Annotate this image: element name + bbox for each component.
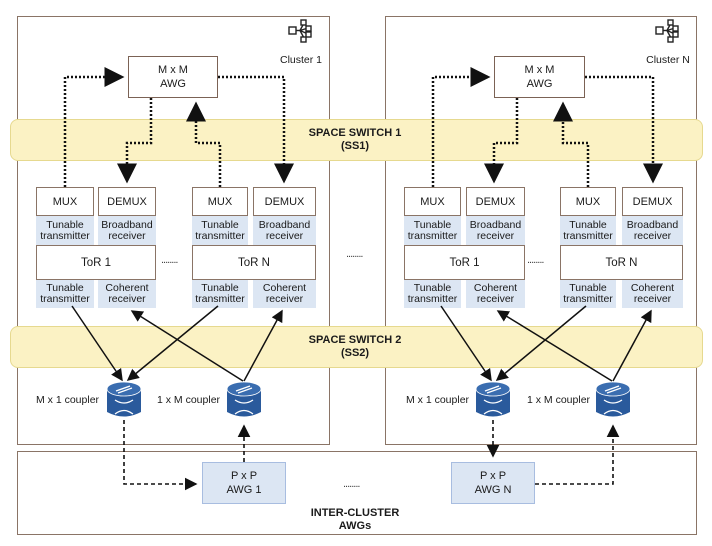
cluster-1-m-x-1-coupler-label: M x 1 coupler — [36, 394, 100, 406]
broadband-receiver: Broadband receiver — [253, 216, 316, 245]
demux-box: DEMUX — [253, 187, 316, 216]
cluster-n-mxm-awg: M x M AWG — [494, 56, 585, 98]
cluster-1-tor-1-group: MUX DEMUX Tunable transmitter Broadband … — [36, 187, 156, 309]
c1-txn-to-mx1 — [126, 305, 219, 381]
tunable-transmitter-bottom: Tunable transmitter — [404, 280, 461, 308]
broadband-receiver: Broadband receiver — [622, 216, 683, 245]
tunable-transmitter-top: Tunable transmitter — [560, 216, 616, 245]
cn-txn-to-mx1 — [495, 305, 587, 381]
coherent-receiver: Coherent receiver — [98, 280, 156, 308]
c1-awg-to-demux-1 — [117, 98, 153, 184]
c1-mx1-to-awg1 — [123, 420, 198, 491]
inter-cluster-title: INTER-CLUSTER — [310, 507, 400, 519]
inter-cluster-awg-n: P x P AWG N — [451, 462, 535, 504]
cluster-ellipsis: ........ — [346, 248, 363, 260]
space-switch-2-band — [10, 326, 703, 368]
mux-box: MUX — [404, 187, 461, 216]
cn-tx1-to-mx1 — [440, 305, 492, 382]
mux-box: MUX — [36, 187, 94, 216]
cn-awg-to-demux-n — [585, 75, 663, 184]
space-switch-1-abbr: (SS1) — [340, 140, 370, 152]
coherent-receiver: Coherent receiver — [253, 280, 316, 308]
mux-box: MUX — [560, 187, 616, 216]
awg-size: M x M — [158, 64, 188, 76]
coupler-icon — [595, 381, 631, 419]
tunable-transmitter-top: Tunable transmitter — [404, 216, 461, 245]
c1-mux-n-to-awg — [186, 101, 222, 187]
space-switch-2-title: SPACE SWITCH 2 — [308, 334, 402, 346]
cluster-1-1-x-m-coupler-label: 1 x M coupler — [157, 394, 221, 406]
tunable-transmitter-bottom: Tunable transmitter — [36, 280, 94, 308]
cluster-1-tor-n-group: MUX DEMUX Tunable transmitter Broadband … — [192, 187, 316, 309]
space-switch-2-label: SPACE SWITCH 2 (SS2) — [300, 334, 410, 360]
inter-cluster-label: INTER-CLUSTER AWGs — [300, 507, 410, 533]
awg-size: P x P — [479, 470, 507, 482]
c1-1xm-to-rx1 — [130, 310, 244, 382]
awgn-to-cn-1xm — [535, 424, 620, 485]
awg-label: AWG N — [474, 484, 512, 496]
coupler-icon — [475, 381, 511, 419]
c1-mux1-to-awg — [63, 67, 125, 187]
cluster-n-m-x-1-coupler-label: M x 1 coupler — [406, 394, 470, 406]
demux-box: DEMUX — [466, 187, 525, 216]
coherent-receiver: Coherent receiver — [466, 280, 525, 308]
tunable-transmitter-bottom: Tunable transmitter — [560, 280, 616, 308]
coupler-icon — [226, 381, 262, 419]
awg-label: AWG 1 — [226, 484, 262, 496]
mux-box: MUX — [192, 187, 248, 216]
tor-box: ToR N — [560, 245, 683, 280]
space-switch-2-abbr: (SS2) — [340, 347, 370, 359]
awg-size: M x M — [524, 64, 555, 76]
tor-ellipsis-cluster-n: ........ — [527, 254, 544, 266]
cn-1xm-to-rx1 — [496, 310, 613, 382]
cluster-n-label: Cluster N — [646, 54, 690, 66]
cluster-1-label: Cluster 1 — [279, 54, 322, 66]
c1-1xm-to-rxn — [243, 309, 283, 382]
cluster-1-mxm-awg: M x M AWG — [128, 56, 218, 98]
demux-box: DEMUX — [622, 187, 683, 216]
awg-label: AWG — [526, 78, 553, 90]
c1-awg-to-demux-n — [218, 75, 294, 184]
cluster-n-tor-n-group: MUX DEMUX Tunable transmitter Broadband … — [560, 187, 683, 309]
awg-label: AWG — [160, 78, 186, 90]
cn-mux-n-to-awg — [553, 101, 590, 187]
space-switch-1-title: SPACE SWITCH 1 — [308, 127, 402, 139]
demux-box: DEMUX — [98, 187, 156, 216]
inter-cluster-subtitle: AWGs — [338, 520, 372, 532]
tunable-transmitter-top: Tunable transmitter — [192, 216, 248, 245]
cn-mux1-to-awg — [431, 67, 491, 187]
awg-size: P x P — [230, 470, 258, 482]
tor-box: ToR 1 — [36, 245, 156, 280]
tor-ellipsis-cluster-1: ........ — [161, 254, 178, 266]
broadband-receiver: Broadband receiver — [98, 216, 156, 245]
coherent-receiver: Coherent receiver — [622, 280, 683, 308]
tunable-transmitter-bottom: Tunable transmitter — [192, 280, 248, 308]
inter-cluster-ellipsis: ........ — [343, 478, 360, 490]
cluster-n-tor-1-group: MUX DEMUX Tunable transmitter Broadband … — [404, 187, 525, 309]
inter-cluster-box — [17, 451, 697, 535]
space-switch-1-label: SPACE SWITCH 1 (SS1) — [300, 127, 410, 153]
broadband-receiver: Broadband receiver — [466, 216, 525, 245]
tor-box: ToR N — [192, 245, 316, 280]
coupler-icon — [106, 381, 142, 419]
tunable-transmitter-top: Tunable transmitter — [36, 216, 94, 245]
inter-cluster-awg-1: P x P AWG 1 — [202, 462, 286, 504]
cluster-n-1-x-m-coupler-label: 1 x M coupler — [527, 394, 591, 406]
tor-box: ToR 1 — [404, 245, 525, 280]
cluster-1-icon — [288, 19, 314, 43]
cn-1xm-to-rxn — [612, 309, 652, 382]
cluster-n-icon — [655, 19, 681, 43]
c1-tx1-to-mx1 — [71, 305, 123, 382]
cn-awg-to-demux-1 — [484, 98, 519, 184]
